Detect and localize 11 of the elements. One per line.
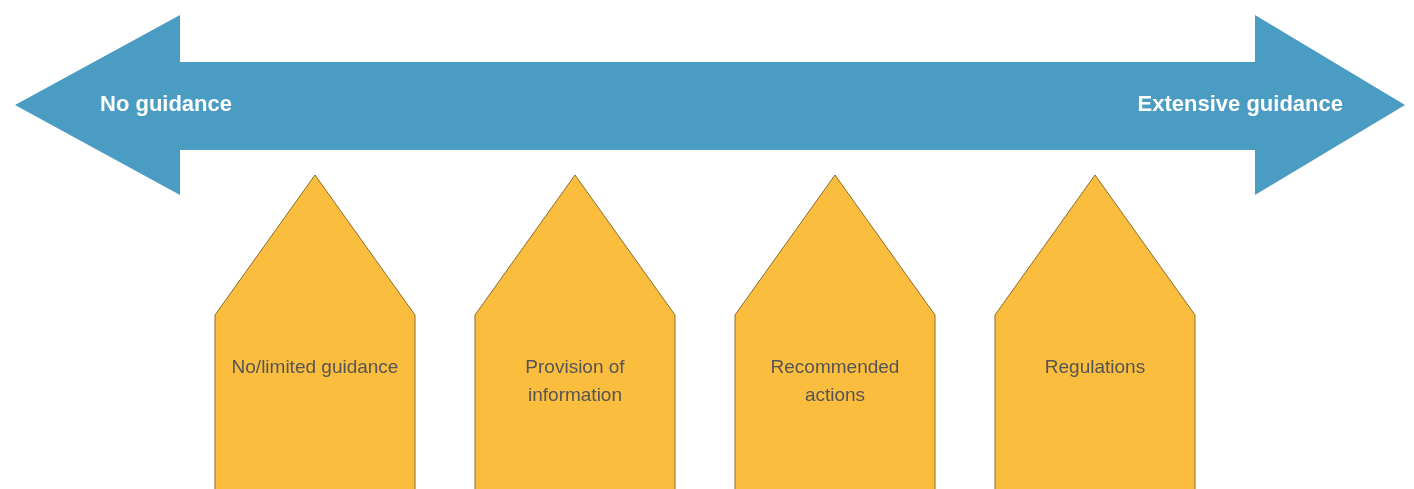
guidance-level-label: Regulations <box>1043 355 1147 379</box>
scale-end-label: No guidance <box>100 91 232 117</box>
guidance-level-label: Provision of information <box>524 355 626 407</box>
pentagon-shape <box>215 175 415 489</box>
guidance-level-label: No/limited guidance <box>230 355 400 379</box>
pentagon-shape <box>995 175 1195 489</box>
pentagon-shape <box>475 175 675 489</box>
pentagon-shape <box>735 175 935 489</box>
scale-end-label: Extensive guidance <box>1137 91 1343 117</box>
double-arrow <box>15 15 1405 195</box>
guidance-level-label: Recommended actions <box>769 355 901 407</box>
